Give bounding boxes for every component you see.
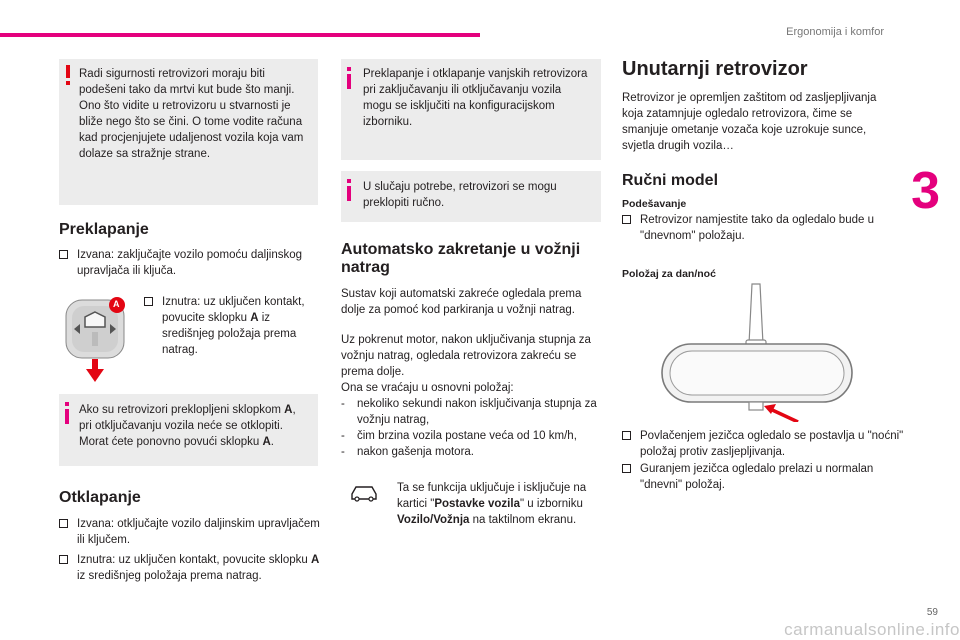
unfolding-heading: Otklapanje (59, 489, 141, 506)
warning-icon (66, 65, 70, 85)
warning-box: Radi sigurnosti retrovizori moraju biti … (59, 59, 318, 205)
unfolding-bullet-outside: Izvana: otključajte vozilo daljinskim up… (59, 516, 327, 548)
section-title: Ergonomija i komfor (786, 26, 884, 38)
car-settings-text: Ta se funkcija uključuje i isključuje na… (397, 482, 587, 526)
bullet-square-icon (59, 250, 68, 259)
bullet-square-icon (622, 215, 631, 224)
mirror-switch-illustration (65, 297, 125, 382)
header-accent-bar (0, 33, 480, 37)
info-box-config: Preklapanje i otklapanje vanjskih retrov… (341, 59, 601, 160)
folding-bullet-outside: Izvana: zaključajte vozilo pomoću daljin… (59, 247, 339, 279)
info-text-config: Preklapanje i otklapanje vanjskih retrov… (363, 68, 588, 128)
bullet-square-icon (144, 297, 153, 306)
page-number: 59 (926, 607, 938, 618)
bullet-square-icon (59, 519, 68, 528)
bullet-square-icon (622, 431, 631, 440)
adjust-bullet: Retrovizor namjestite tako da ogledalo b… (622, 212, 908, 244)
auto-tilt-description: Uz pokrenut motor, nakon uključivanja st… (341, 334, 591, 378)
folding-bullet-inside: Iznutra: uz uključen kontakt, povucite s… (144, 294, 322, 358)
auto-tilt-heading: Automatsko zakretanje u vožnji natrag (341, 241, 581, 276)
dash-item: -nakon gašenja motora. (341, 446, 474, 458)
info-text-manual: U slučaju potrebe, retrovizori se mogu p… (363, 181, 557, 209)
car-settings-icon (351, 486, 377, 502)
adjust-label: Podešavanje (622, 198, 687, 210)
switch-label-a: A (113, 299, 120, 309)
day-night-label: Položaj za dan/noć (622, 268, 716, 280)
auto-tilt-intro: Sustav koji automatski zakreće ogledala … (341, 288, 582, 316)
unfolding-bullet-inside: Iznutra: uz uključen kontakt, povucite s… (59, 552, 327, 584)
folding-heading: Preklapanje (59, 221, 149, 238)
info-box-manual: U slučaju potrebe, retrovizori se mogu p… (341, 171, 601, 222)
info-text-folded: Ako su retrovizori preklopljeni sklopkom… (79, 404, 296, 448)
dash-item: -nekoliko sekundi nakon isključivanja st… (341, 398, 597, 426)
interior-mirror-intro: Retrovizor je opremljen zaštitom od zasl… (622, 92, 877, 152)
day-position-bullet: Guranjem jezičca ogledalo prelazi u norm… (622, 461, 908, 493)
bullet-square-icon (622, 464, 631, 473)
interior-mirror-heading: Unutarnji retrovizor (622, 58, 808, 80)
rearview-mirror-illustration (661, 283, 853, 422)
info-box-folded: Ako su retrovizori preklopljeni sklopkom… (59, 394, 318, 466)
info-icon (347, 179, 351, 201)
chapter-number: 3 (911, 162, 940, 220)
watermark: carmanualsonline.info (784, 620, 960, 639)
bullet-square-icon (59, 555, 68, 564)
dash-item: -čim brzina vozila postane veća od 10 km… (341, 430, 577, 442)
info-icon (347, 67, 351, 89)
warning-text: Radi sigurnosti retrovizori moraju biti … (79, 68, 304, 160)
auto-tilt-return: Ona se vraćaju u osnovni položaj: (341, 382, 514, 394)
manual-model-heading: Ručni model (622, 172, 719, 189)
night-position-bullet: Povlačenjem jezičca ogledalo se postavlj… (622, 428, 908, 460)
info-icon (65, 402, 69, 424)
